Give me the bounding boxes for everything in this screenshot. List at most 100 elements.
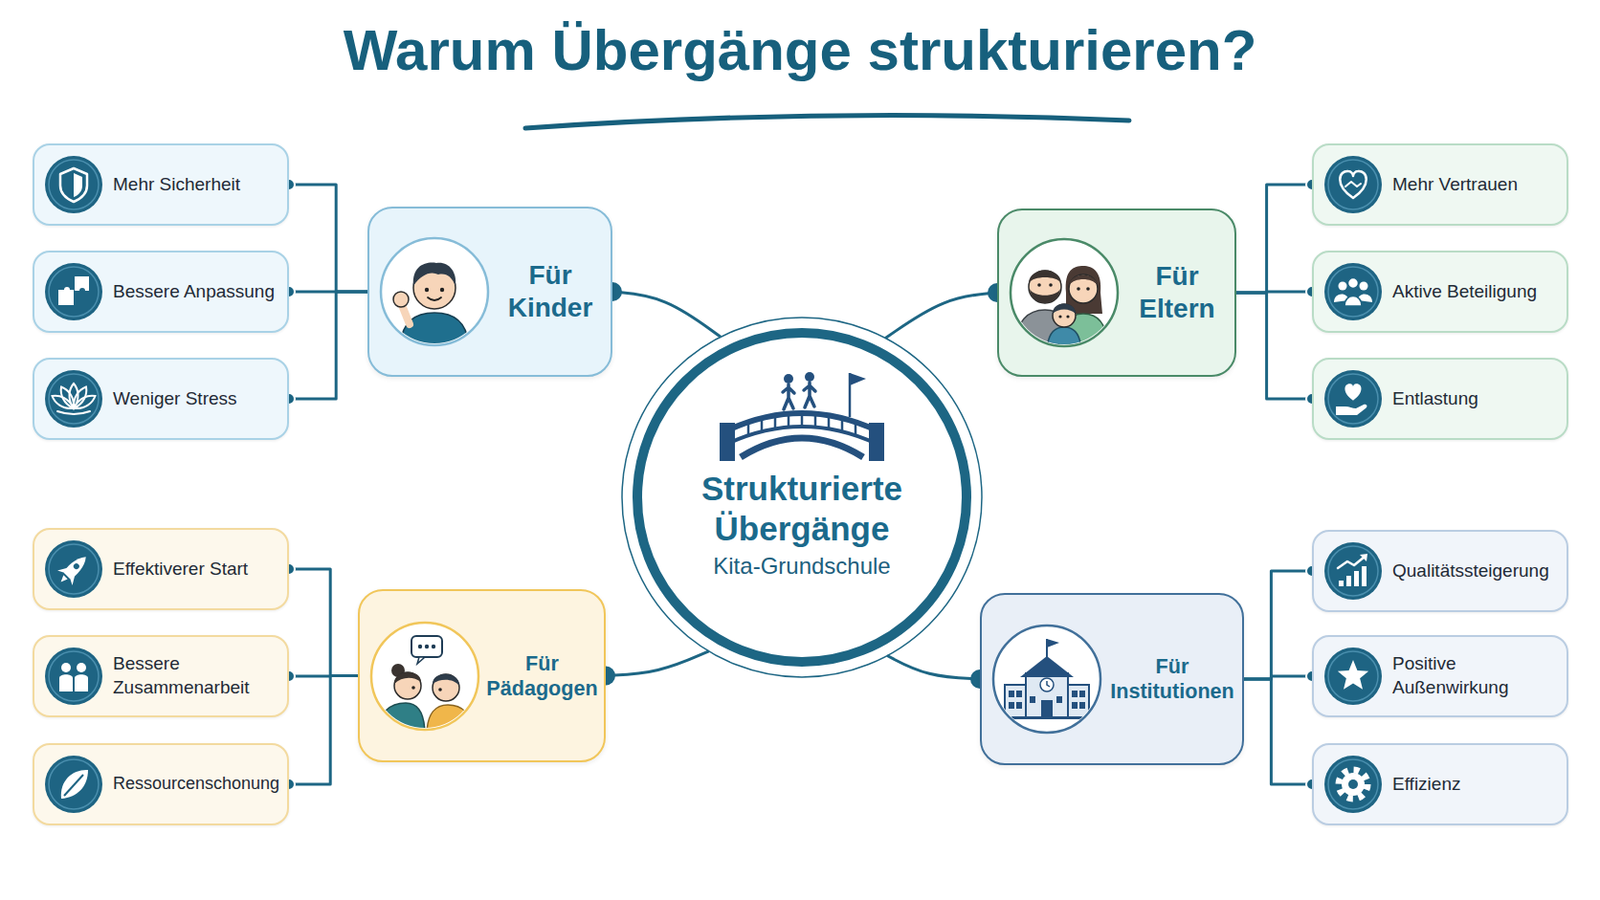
benefit-box: Bessere Anpassung [32, 250, 289, 334]
path-part [60, 168, 88, 202]
benefit-box: Mehr Vertrauen [1311, 143, 1569, 226]
group-box: Für Pädagogen [357, 589, 606, 763]
benefit-box: Bessere Zusammenarbeit [32, 635, 289, 718]
benefit-box: Positive Außenwirkung [1311, 635, 1569, 718]
benefit-label: Weniger Stress [112, 387, 280, 412]
g-part [44, 755, 103, 814]
g-part [1324, 542, 1382, 600]
benefit-label: Ressourcenschonung [112, 773, 280, 796]
rect-part [1008, 690, 1015, 698]
path-part [849, 373, 867, 386]
circle-part [622, 317, 982, 678]
rect-part [1067, 685, 1089, 718]
circle-part [48, 159, 99, 210]
circle-part [1348, 278, 1359, 289]
benefit-label-wrap: Effizienz [1392, 745, 1559, 824]
path-part [432, 673, 460, 686]
benefit-label-wrap: Entlastung [1392, 359, 1559, 439]
path-part [61, 770, 89, 800]
rect-part [1016, 690, 1023, 698]
rect-part [1361, 566, 1367, 587]
benefit-icon [44, 539, 104, 600]
circle-part [1324, 542, 1382, 600]
benefit-label-wrap: Weniger Stress [112, 359, 280, 439]
path-part [782, 384, 795, 410]
circle-part [1338, 770, 1368, 800]
circle-part [424, 288, 429, 292]
connector [885, 292, 998, 338]
path-part [1046, 639, 1060, 648]
line-part [999, 717, 1095, 720]
circle-part [1068, 274, 1098, 304]
g-part [1014, 266, 1109, 349]
circle-part [1324, 370, 1382, 428]
g-part [377, 636, 473, 733]
group-avatar [1008, 237, 1120, 349]
group-label: Für Institutionen [1110, 654, 1235, 705]
rect-part [1041, 700, 1053, 718]
rect-part [1354, 571, 1359, 587]
benefit-icon [44, 155, 104, 215]
benefit-label: Bessere Anpassung [112, 280, 280, 305]
circle-part [1341, 773, 1365, 797]
center-circle: Strukturierte ÜbergängeKita-Grundschule [620, 315, 984, 680]
rect-part [1004, 685, 1026, 718]
path-part [727, 426, 877, 445]
g-part [1324, 155, 1382, 214]
benefit-label-wrap: Positive Außenwirkung [1392, 637, 1559, 716]
benefit-label: Positive Außenwirkung [1392, 652, 1559, 700]
circle-part [394, 672, 422, 700]
rect-part [1346, 576, 1352, 587]
benefit-label: Entlastung [1392, 387, 1559, 412]
path-part [1052, 304, 1076, 315]
circle-part [1328, 651, 1378, 702]
circle-part [1028, 270, 1062, 304]
path-part [1339, 171, 1367, 199]
path-part [401, 305, 410, 325]
rect-part [411, 636, 443, 658]
rect-part [868, 422, 885, 462]
circle-part [1324, 755, 1382, 814]
group-label-wrap: Für Kinder [495, 208, 605, 376]
path-part [57, 411, 90, 415]
path-part [1028, 270, 1062, 285]
path-part [74, 276, 89, 291]
circle-part [44, 755, 103, 814]
benefit-box: Mehr Sicherheit [32, 143, 289, 226]
connector [612, 291, 721, 337]
path-part [1344, 296, 1362, 308]
path-part [1029, 288, 1061, 304]
connector [887, 656, 980, 680]
path-part [1068, 275, 1098, 287]
rect-part [1008, 702, 1015, 710]
group-label-wrap: Für Pädagogen [486, 591, 599, 761]
circle-part [1328, 266, 1378, 317]
benefit-label-wrap: Mehr Vertrauen [1392, 145, 1559, 224]
path-part [740, 438, 864, 458]
path-part [417, 657, 425, 665]
g-part [1324, 263, 1382, 321]
circle-part [1086, 287, 1090, 291]
benefit-icon [44, 646, 104, 707]
circle-part [1040, 678, 1054, 692]
group-avatar [378, 236, 490, 348]
benefit-box: Effektiverer Start [32, 528, 289, 611]
circle-part [393, 291, 409, 308]
circle-part [44, 647, 103, 706]
group-label-wrap: Für Eltern [1125, 210, 1229, 376]
rect-part [1071, 690, 1078, 698]
title-swoosh-thin [574, 116, 1072, 126]
benefit-label-wrap: Effektiverer Start [112, 530, 280, 609]
circle-part [1058, 314, 1062, 318]
benefit-label: Aktive Beteiligung [1392, 280, 1559, 305]
rect-part [1079, 690, 1086, 698]
g-part [44, 647, 103, 706]
path-part [59, 674, 73, 692]
connector [288, 569, 358, 677]
circle-part [44, 540, 103, 599]
benefit-box: Aktive Beteiligung [1311, 250, 1569, 334]
benefit-icon [1323, 262, 1383, 322]
rect-part [1029, 696, 1036, 704]
path-part [1046, 681, 1050, 688]
